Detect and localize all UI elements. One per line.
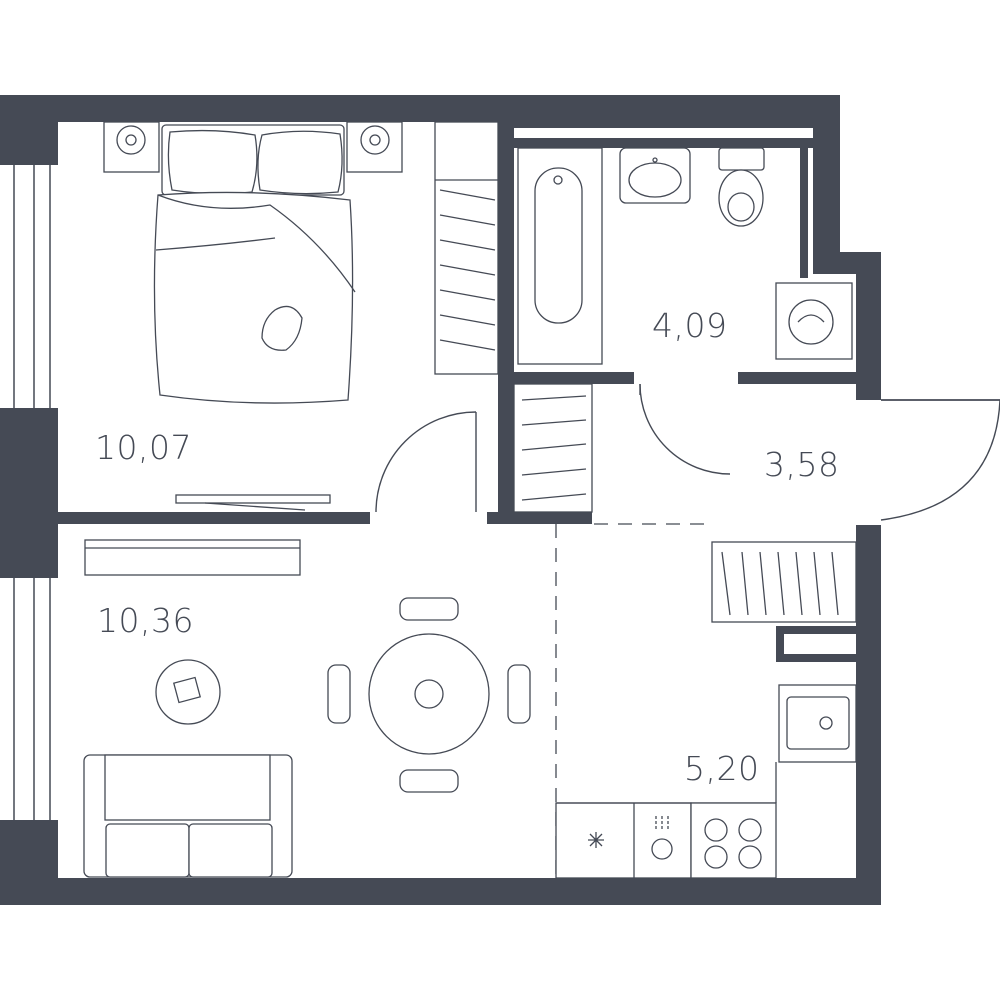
chair-icon	[327, 664, 351, 724]
flower-icon	[414, 679, 444, 709]
sofa-icon	[83, 754, 293, 878]
bathtub-icon	[517, 147, 603, 365]
wall-left-upper	[0, 95, 58, 165]
wall-right-mid	[856, 252, 881, 400]
fridge-icon	[588, 832, 604, 848]
dining-table-icon	[327, 597, 531, 793]
wardrobe-icon	[711, 541, 857, 623]
nightstand-icon	[103, 121, 403, 173]
round-rug-icon	[155, 659, 221, 725]
wall-kitchen-niche-top	[776, 626, 856, 634]
wall-bed-living-left	[58, 512, 370, 524]
wall-right-lower	[856, 525, 881, 905]
sink-icon	[619, 147, 691, 204]
wall-kitchen-niche-left	[776, 626, 784, 662]
wall-closet-left	[498, 374, 514, 524]
hob-icon	[690, 802, 777, 879]
chair-icon	[399, 769, 459, 793]
wall-right-upper	[813, 95, 840, 260]
room-area-hallway: 3,58	[764, 445, 840, 484]
chair-icon	[399, 597, 459, 621]
walls	[0, 95, 881, 905]
wall-bath-inner-top	[514, 138, 813, 148]
kitchen-counter	[555, 762, 777, 879]
pet-icon	[261, 305, 303, 351]
kitchen-sink-icon	[778, 684, 857, 763]
chair-icon	[507, 664, 531, 724]
toilet-icon	[718, 147, 765, 227]
bed-icon	[153, 124, 356, 404]
wall-bottom	[0, 878, 880, 905]
room-area-bedroom: 10,07	[95, 428, 192, 467]
wardrobe-icon	[434, 121, 499, 375]
room-area-living: 10,36	[97, 601, 194, 640]
tv-stand-icon	[84, 494, 331, 576]
wardrobe-icon	[513, 383, 593, 513]
room-area-bathroom: 4,09	[652, 306, 728, 345]
oven-icon	[651, 816, 673, 860]
wall-bath-hall-right	[738, 372, 856, 384]
wall-left-mid	[0, 408, 58, 578]
wall-bath-right	[800, 138, 808, 278]
wall-kitchen-niche-bottom	[776, 654, 856, 662]
wall-bed-bath	[498, 118, 514, 374]
wall-bath-hall-left	[498, 372, 634, 384]
window-icon	[13, 165, 51, 820]
door-swing-icon	[375, 383, 1000, 521]
washing-machine-icon	[775, 282, 853, 360]
wall-top	[0, 95, 840, 122]
room-area-kitchen: 5,20	[684, 749, 760, 788]
wall-bath-top	[514, 118, 813, 128]
